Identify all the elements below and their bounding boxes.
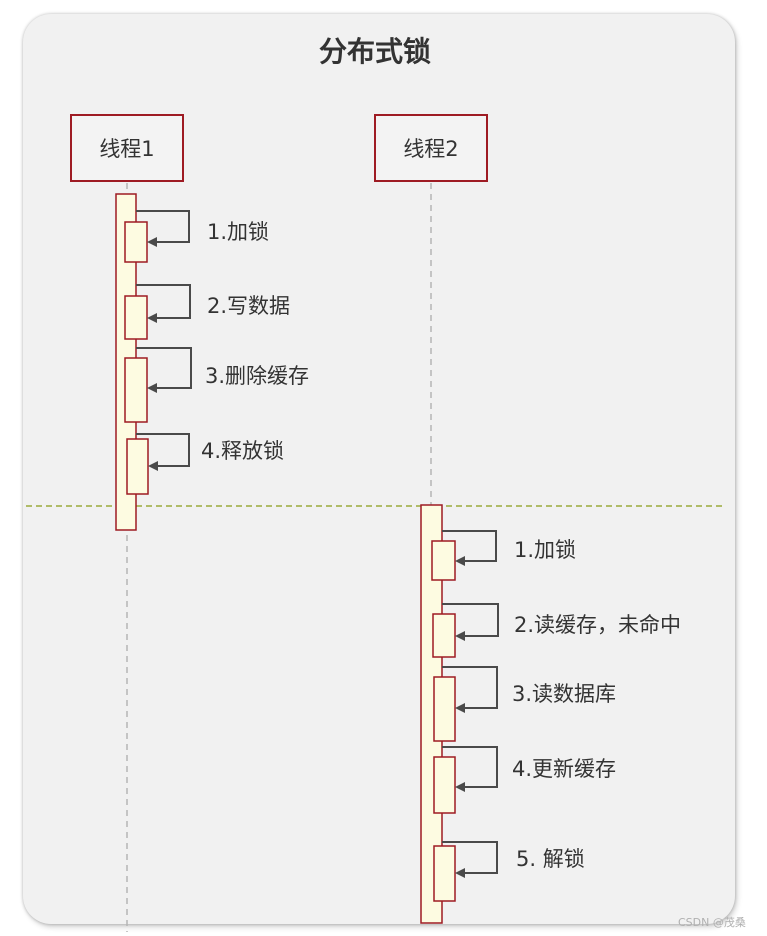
thread2-step2-arrow — [442, 603, 499, 641]
thread2-label: 线程2 — [403, 137, 459, 161]
thread1-step4-arrow — [136, 433, 190, 471]
thread2-step1-label: 1.加锁 — [514, 538, 577, 562]
thread1-step1-label: 1.加锁 — [207, 220, 270, 244]
thread2-step1-arrow — [442, 530, 497, 566]
thread1-label: 线程1 — [99, 137, 155, 161]
thread2-step1-call — [431, 530, 497, 581]
thread1-step4-activation — [126, 438, 149, 495]
thread1-step2-activation — [124, 295, 148, 340]
thread2-step5-activation — [433, 845, 456, 902]
thread2-step5-label: 5. 解锁 — [516, 847, 585, 871]
watermark: CSDN @茂桑 — [678, 916, 746, 929]
thread2-step3-label: 3.读数据库 — [512, 682, 617, 706]
thread2-step4-activation — [433, 756, 456, 814]
thread2-step2-call — [432, 603, 499, 658]
thread1-step1-arrow — [136, 210, 190, 247]
thread2-step4-call — [433, 746, 498, 814]
thread2-step3-activation — [433, 676, 456, 742]
thread2-step2-activation — [432, 613, 456, 658]
thread1-step3-label: 3.删除缓存 — [205, 364, 310, 388]
thread1-step3-call — [124, 347, 192, 423]
thread1-step3-arrow — [136, 347, 192, 393]
thread1-step1-activation — [124, 221, 148, 263]
thread2-step3-arrow — [442, 666, 498, 713]
thread2-step4-label: 4.更新缓存 — [512, 757, 617, 781]
thread1-step3-activation — [124, 357, 148, 423]
thread2-step5-arrow — [442, 841, 498, 878]
thread1-step1-call — [124, 210, 190, 263]
thread1-step2-arrow — [136, 284, 191, 323]
thread1-step4-call — [126, 433, 190, 495]
thread2-step3-call — [433, 666, 498, 742]
thread2-step5-call — [433, 841, 498, 902]
thread1-box: 线程1 — [70, 114, 184, 182]
thread1-step2-call — [124, 284, 191, 340]
thread2-step1-activation — [431, 540, 456, 581]
diagram-title: 分布式锁 — [318, 35, 431, 68]
thread2-box: 线程2 — [374, 114, 488, 182]
thread1-step4-label: 4.释放锁 — [201, 439, 285, 463]
thread2-step2-label: 2.读缓存，未命中 — [514, 613, 682, 637]
thread2-step4-arrow — [442, 746, 498, 792]
thread1-step2-label: 2.写数据 — [207, 294, 291, 318]
